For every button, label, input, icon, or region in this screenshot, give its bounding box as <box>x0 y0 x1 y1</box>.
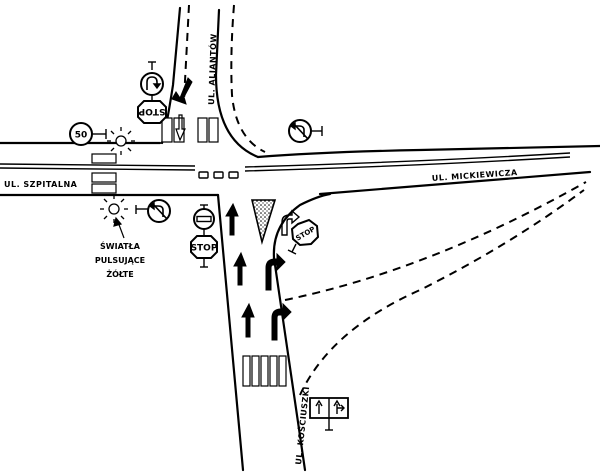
straight-arrow-icon <box>225 202 239 236</box>
south-road-east-edge <box>272 192 332 260</box>
south-road-west-edge <box>216 193 245 472</box>
stop-sign-south-text: STOP <box>191 244 218 254</box>
straight-arrow-icon <box>233 251 247 286</box>
speed-limit-value: 50 <box>75 131 88 141</box>
dashed-south-east-1 <box>284 181 587 301</box>
dashed-lines <box>183 4 587 396</box>
stop-sign-north-text: STOP <box>138 106 165 116</box>
dashed-north-left <box>183 4 190 101</box>
centre-line-west-b <box>0 167 196 171</box>
street-label-aliantow: UL. ALIANTÓW <box>205 33 218 105</box>
dashed-south-east-2 <box>299 189 585 396</box>
speed-limit-sign: 50 <box>69 122 107 146</box>
north-sign-post <box>137 61 167 124</box>
no-left-turn-sign-ne <box>288 119 323 143</box>
traffic-island <box>250 199 277 246</box>
traffic-light-icon <box>108 203 120 215</box>
crosswalk-south <box>242 355 287 387</box>
down-left-arrow-icon <box>171 77 193 105</box>
note-line-1: ŚWIATŁA <box>100 240 141 251</box>
stop-sign-north <box>137 100 167 124</box>
note-pointer <box>113 216 125 239</box>
straight-right-arrow-icon <box>333 399 345 414</box>
centre-line-west-a <box>0 163 196 167</box>
right-turn-arrow-icon <box>271 302 292 341</box>
no-left-turn-sign-sw <box>135 199 171 223</box>
stop-sign-east <box>290 218 320 247</box>
centre-line-east-a <box>244 152 571 168</box>
main-road-bottom-edge-east <box>318 170 592 196</box>
right-turn-arrow-icon <box>265 252 286 291</box>
main-road-top-edge-east <box>256 144 600 159</box>
right-turn-arrow-icon <box>281 209 301 236</box>
note-line-2: PULSUJĄCE <box>95 256 145 265</box>
traffic-light-icon <box>115 135 127 147</box>
straight-arrow-icon <box>241 302 255 338</box>
flashing-light-south <box>100 195 128 223</box>
down-arrow-icon <box>175 114 186 142</box>
lane-arrows <box>171 77 301 341</box>
flashing-light-north <box>107 127 135 155</box>
lane-direction-sign <box>309 397 349 431</box>
east-sign-post <box>287 218 320 255</box>
road-studs <box>198 171 239 179</box>
north-road-east-edge <box>214 8 260 159</box>
stop-sign-south <box>190 235 218 259</box>
south-west-sign-post <box>190 204 218 268</box>
street-label-szpitalna: UL. SZPITALNA <box>4 180 78 189</box>
road-edges <box>0 6 600 472</box>
dashed-north-right <box>230 4 266 153</box>
crosswalk-west <box>91 153 117 194</box>
centre-lines <box>0 152 571 172</box>
centre-line-east-b <box>244 156 571 172</box>
note-line-3: ŻÓŁTE <box>106 268 133 279</box>
straight-arrow-icon <box>315 399 323 414</box>
south-road-east-edge-lower <box>272 256 307 472</box>
crosswalk-north <box>161 117 219 143</box>
